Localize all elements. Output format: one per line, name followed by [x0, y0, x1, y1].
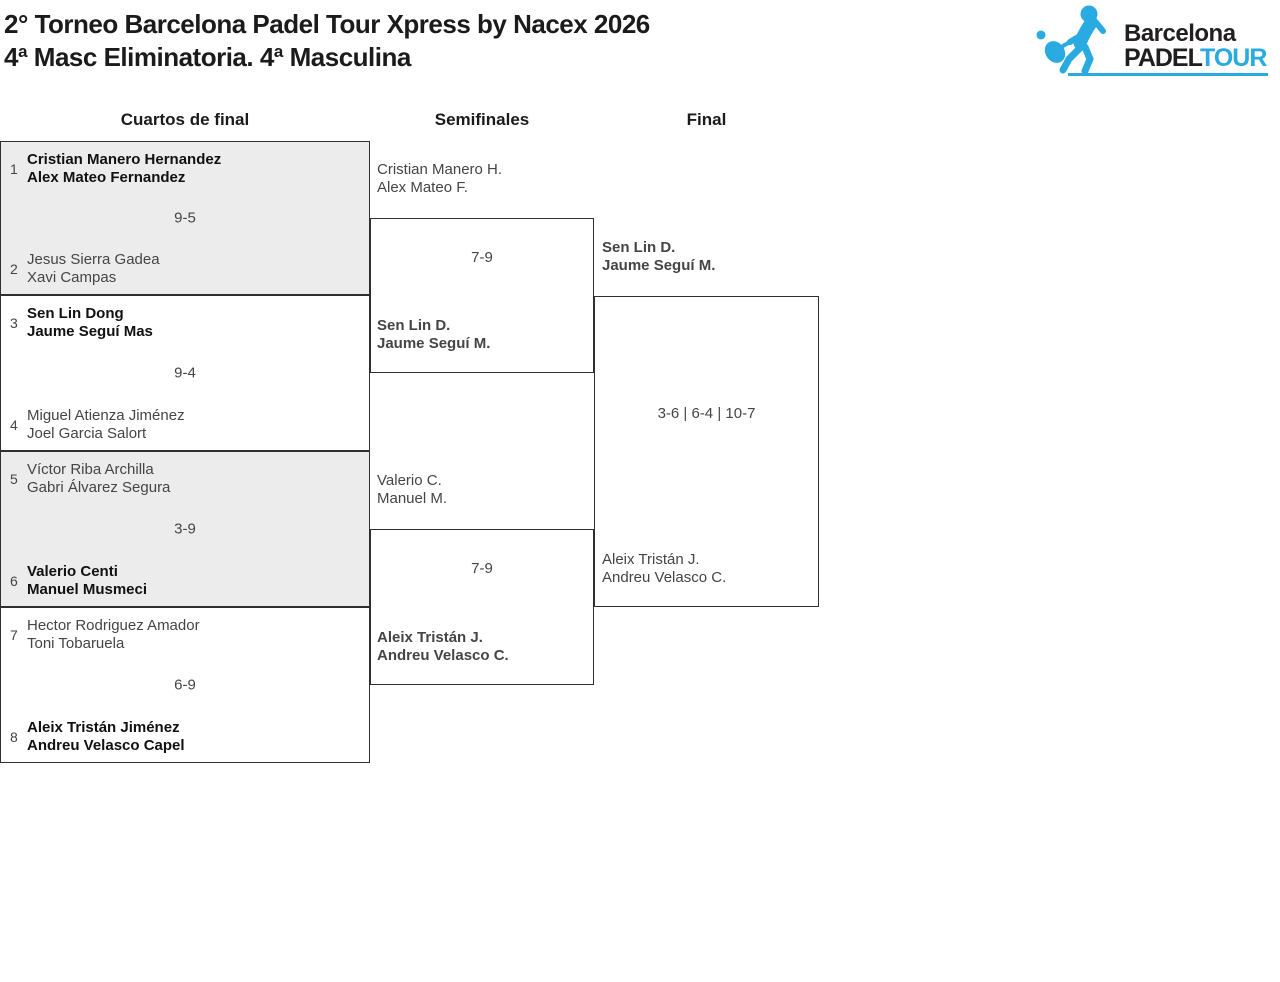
team-pair: Jesus Sierra Gadea Xavi Campas: [27, 251, 160, 287]
final-match-box[interactable]: [594, 296, 819, 607]
team-pair: Hector Rodriguez Amador Toni Tobaruela: [27, 617, 200, 653]
logo-brand-tour: TOUR: [1200, 44, 1267, 72]
player-name: Alex Mateo F.: [377, 179, 468, 196]
final-score: 3-6 | 6-4 | 10-7: [657, 405, 756, 422]
player-name: Valerio Centi: [27, 563, 118, 580]
seed-number: 7: [10, 627, 18, 643]
seed-number: 4: [10, 417, 18, 433]
player-name: Sen Lin D.: [377, 317, 451, 334]
team-pair: Cristian Manero Hernandez Alex Mateo Fer…: [27, 151, 221, 187]
semifinal-2-score: 7-9: [471, 560, 493, 577]
match-score: 9-4: [174, 364, 196, 382]
player-name: Jesus Sierra Gadea: [27, 251, 160, 268]
page-title-line1: 2° Torneo Barcelona Padel Tour Xpress by…: [4, 9, 650, 39]
player-name: Sen Lin Dong: [27, 305, 124, 322]
quarterfinal-match-2[interactable]: 3 Sen Lin Dong Jaume Seguí Mas 9-4 4 Mig…: [0, 295, 370, 451]
player-name: Valerio C.: [377, 472, 442, 489]
seed-number: 6: [10, 573, 18, 589]
semifinal-1-team-bottom: Sen Lin D. Jaume Seguí M.: [377, 317, 490, 353]
round-header-semifinals: Semifinales: [434, 110, 530, 129]
final-team-top: Sen Lin D. Jaume Seguí M.: [602, 239, 715, 275]
semifinal-1-team-top: Cristian Manero H. Alex Mateo F.: [377, 161, 502, 197]
seed-number: 3: [10, 315, 18, 331]
semifinal-match-1-box[interactable]: [370, 218, 594, 373]
quarterfinal-match-3[interactable]: 5 Víctor Riba Archilla Gabri Álvarez Seg…: [0, 451, 370, 607]
logo-brand-padeltour: PADELTOUR: [1124, 44, 1267, 72]
logo-brand-padel: PADEL: [1124, 44, 1201, 72]
logo-brand-barcelona: Barcelona: [1124, 20, 1236, 47]
player-name: Hector Rodriguez Amador: [27, 617, 200, 634]
team-pair: Valerio Centi Manuel Musmeci: [27, 563, 147, 599]
padel-player-icon: [1036, 5, 1106, 74]
final-team-bottom: Aleix Tristán J. Andreu Velasco C.: [602, 551, 726, 587]
player-name: Aleix Tristán J.: [377, 629, 483, 646]
player-name: Alex Mateo Fernandez: [27, 169, 186, 186]
player-name: Aleix Tristán Jiménez: [27, 719, 180, 736]
player-name: Cristian Manero H.: [377, 161, 503, 178]
player-name: Manuel M.: [377, 490, 448, 507]
match-score: 6-9: [174, 676, 196, 694]
logo-wordmark: Barcelona PADELTOUR: [1124, 20, 1267, 72]
player-name: Miguel Atienza Jiménez: [27, 407, 185, 424]
player-name: Andreu Velasco C.: [602, 569, 727, 586]
player-name: Andreu Velasco C.: [377, 647, 509, 664]
team-pair: Aleix Tristán Jiménez Andreu Velasco Cap…: [27, 719, 185, 755]
team-pair: Sen Lin Dong Jaume Seguí Mas: [27, 305, 153, 341]
quarterfinal-match-4[interactable]: 7 Hector Rodriguez Amador Toni Tobaruela…: [0, 607, 370, 763]
player-name: Jaume Seguí M.: [377, 335, 491, 352]
player-name: Jaume Seguí Mas: [27, 323, 153, 340]
team-pair: Miguel Atienza Jiménez Joel Garcia Salor…: [27, 407, 185, 443]
round-header-quarterfinals: Cuartos de final: [120, 110, 250, 129]
player-name: Xavi Campas: [27, 269, 117, 286]
player-name: Cristian Manero Hernandez: [27, 151, 222, 168]
player-name: Gabri Álvarez Segura: [27, 479, 171, 496]
match-score: 3-9: [174, 520, 196, 538]
player-name: Jaume Seguí M.: [602, 257, 716, 274]
semifinal-2-team-top: Valerio C. Manuel M.: [377, 472, 447, 508]
player-name: Aleix Tristán J.: [602, 551, 700, 568]
player-name: Toni Tobaruela: [27, 635, 125, 652]
seed-number: 1: [10, 161, 18, 177]
semifinal-1-score: 7-9: [471, 249, 493, 266]
team-pair: Víctor Riba Archilla Gabri Álvarez Segur…: [27, 461, 170, 497]
player-name: Joel Garcia Salort: [27, 425, 147, 442]
barcelona-padel-tour-logo: Barcelona PADELTOUR: [1032, 4, 1268, 76]
player-name: Sen Lin D.: [602, 239, 676, 256]
seed-number: 8: [10, 729, 18, 745]
player-name: Andreu Velasco Capel: [27, 737, 185, 754]
semifinal-2-team-bottom: Aleix Tristán J. Andreu Velasco C.: [377, 629, 509, 665]
logo-underline: [1068, 73, 1268, 76]
seed-number: 5: [10, 471, 18, 487]
page-title-line2: 4ª Masc Eliminatoria. 4ª Masculina: [4, 42, 411, 72]
match-score: 9-5: [174, 209, 196, 227]
player-name: Víctor Riba Archilla: [27, 461, 154, 478]
round-header-final: Final: [686, 110, 727, 129]
player-name: Manuel Musmeci: [27, 581, 148, 598]
seed-number: 2: [10, 261, 18, 277]
semifinal-match-2-box[interactable]: [370, 529, 594, 685]
quarterfinal-match-1[interactable]: 1 Cristian Manero Hernandez Alex Mateo F…: [0, 141, 370, 295]
